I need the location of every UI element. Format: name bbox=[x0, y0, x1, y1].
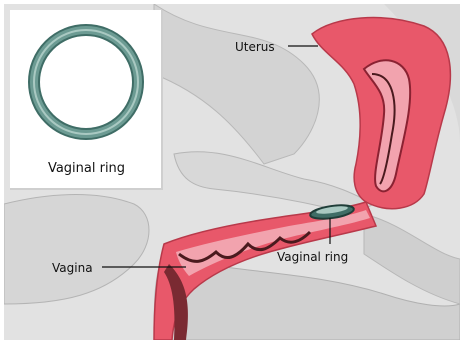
inset-panel: Vaginal ring bbox=[10, 10, 163, 190]
vaginal-ring-label: Vaginal ring bbox=[277, 250, 348, 264]
vaginal-ring-icon bbox=[10, 10, 163, 160]
uterus-label: Uterus bbox=[235, 40, 275, 54]
inset-caption: Vaginal ring bbox=[10, 162, 163, 176]
vagina-label: Vagina bbox=[52, 261, 93, 275]
